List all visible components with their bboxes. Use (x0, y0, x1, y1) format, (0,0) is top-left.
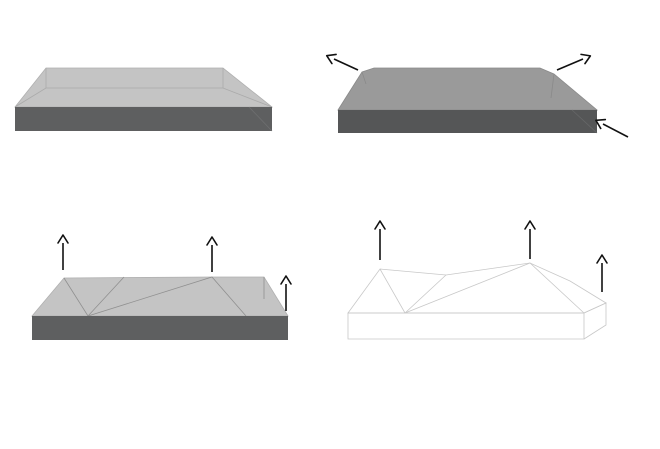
outline-side-right (583, 302, 607, 340)
outline-side-face (347, 312, 585, 340)
outline-top-face (347, 262, 607, 314)
pulled-crease-left (361, 71, 367, 85)
panel-flat-slab (14, 67, 274, 132)
outline-crease-1 (379, 268, 447, 314)
pulled-side-face (338, 110, 597, 133)
slab-side-crease (248, 106, 273, 132)
panel-edges-pulled (325, 53, 629, 138)
slab-side-face (15, 107, 272, 131)
slab-top-crease (14, 87, 273, 108)
arrow-up-right (556, 53, 592, 71)
raised-side-face (32, 316, 288, 340)
pulled-crease-right (550, 73, 555, 99)
arrow-up-left (325, 53, 359, 71)
slab-top-face (14, 67, 274, 108)
outline-crease-2 (404, 262, 585, 314)
pulled-top-face (337, 67, 599, 111)
panel-points-raised-shaded (31, 234, 292, 340)
arrow-lower-right (595, 118, 629, 138)
raised-top-face (31, 276, 289, 317)
panel-points-raised-outline (347, 220, 608, 340)
raised-crease-2 (87, 276, 247, 317)
pulled-side-crease (571, 109, 598, 134)
